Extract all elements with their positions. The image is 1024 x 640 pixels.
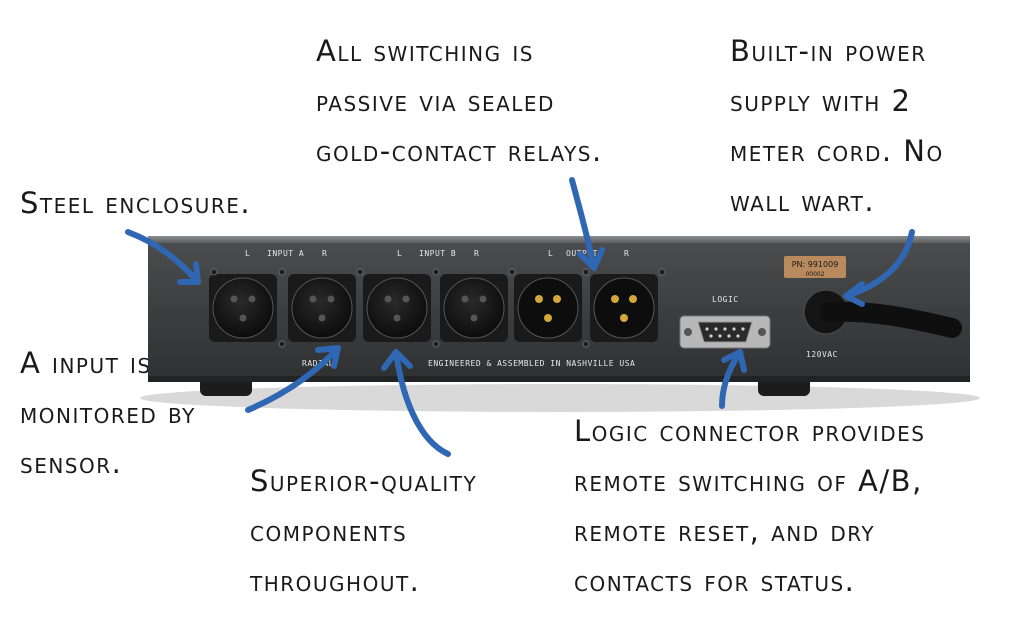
annotation-line: gold-contact relays. bbox=[316, 134, 603, 168]
serial-number-text: 00002 bbox=[805, 271, 824, 278]
chassis-bottom-edge bbox=[148, 376, 970, 382]
silk-input-a-left: L bbox=[245, 249, 250, 258]
xlr-input-b-left bbox=[363, 274, 431, 342]
arrow-head bbox=[177, 261, 201, 285]
silk-input-a: INPUT A bbox=[267, 249, 304, 258]
chassis-top-edge bbox=[148, 236, 970, 244]
silk-output-right: R bbox=[624, 249, 629, 258]
xlr-input-a-left bbox=[209, 274, 277, 342]
part-number-text: PN: 991009 bbox=[792, 260, 839, 269]
mounting-screws bbox=[210, 268, 666, 348]
silk-input-b: INPUT B bbox=[419, 249, 456, 258]
arrow-head bbox=[721, 349, 747, 373]
silk-assembled: ENGINEERED & ASSEMBLED IN NASHVILLE USA bbox=[428, 359, 635, 368]
annotation-line: meter cord. No bbox=[730, 134, 944, 168]
power-cord bbox=[803, 289, 962, 338]
part-number-plate bbox=[784, 256, 846, 278]
silk-input-a-right: R bbox=[322, 249, 327, 258]
annotation-line: A input is bbox=[20, 346, 152, 380]
arrow-head bbox=[315, 345, 341, 369]
annotation-line: supply with 2 bbox=[730, 84, 912, 118]
arrow-head bbox=[381, 349, 413, 371]
silk-brand: RADIAL bbox=[302, 359, 334, 368]
annotation-line: Built-in power bbox=[730, 34, 927, 68]
annotation-line: sensor. bbox=[20, 446, 123, 480]
annotation-line: components bbox=[250, 514, 408, 548]
annotation-line: remote switching of A/B, bbox=[574, 464, 923, 498]
annotation-line: throughout. bbox=[250, 564, 421, 598]
silk-input-b-left: L bbox=[397, 249, 402, 258]
device-shadow bbox=[140, 384, 980, 412]
arrow-steel-enclosure bbox=[125, 229, 201, 285]
xlr-input-b-right bbox=[440, 274, 508, 342]
arrow-a-input bbox=[245, 345, 341, 413]
annotation-line: passive via sealed bbox=[316, 84, 555, 118]
annotation-logic-connector: Logic connector provides remote switchin… bbox=[574, 406, 925, 606]
annotation-passive-switching: All switching is passive via sealed gold… bbox=[316, 26, 603, 176]
annotation-line: Superior-quality bbox=[250, 464, 478, 498]
arrow-passive-switching bbox=[569, 177, 597, 271]
annotation-line: wall wart. bbox=[730, 184, 876, 218]
arrow-head bbox=[843, 281, 865, 307]
arrow-head bbox=[577, 247, 605, 271]
silk-voltage: 120VAC bbox=[806, 350, 838, 359]
silk-input-b-right: R bbox=[474, 249, 479, 258]
xlr-input-a-right bbox=[288, 274, 356, 342]
silk-logic: LOGIC bbox=[712, 295, 739, 304]
annotation-line: Steel enclosure. bbox=[20, 186, 252, 220]
annotation-line: remote reset, and dry bbox=[574, 514, 876, 548]
xlr-output-right bbox=[590, 274, 658, 342]
xlr-output-left bbox=[514, 274, 582, 342]
annotation-line: Logic connector provides bbox=[574, 414, 926, 448]
annotation-line: All switching is bbox=[316, 34, 534, 68]
annotation-a-input-sensor: A input is monitored by sensor. bbox=[20, 338, 196, 488]
logic-db9-connector bbox=[679, 315, 771, 349]
annotation-steel-enclosure: Steel enclosure. bbox=[20, 178, 251, 228]
arrow-components bbox=[393, 349, 451, 457]
annotation-line: contacts for status. bbox=[574, 564, 856, 598]
annotation-power-supply: Built-in power supply with 2 meter cord.… bbox=[730, 26, 944, 226]
silk-output-left: L bbox=[548, 249, 553, 258]
arrow-power-supply bbox=[843, 229, 915, 299]
annotation-components: Superior-quality components throughout. bbox=[250, 456, 477, 606]
